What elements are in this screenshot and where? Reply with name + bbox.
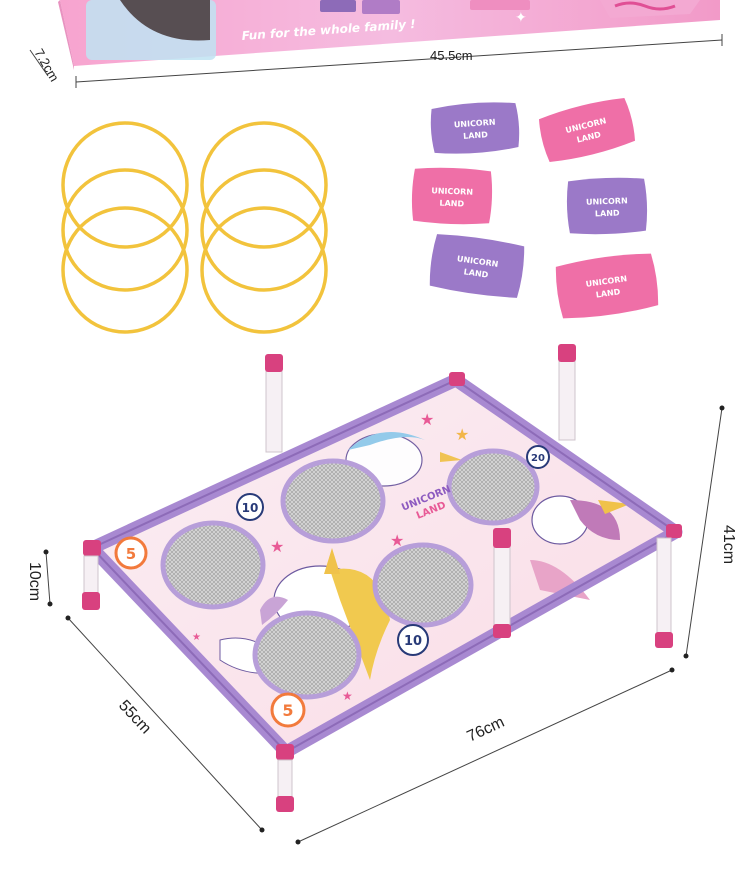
table-height-label: 41cm — [720, 525, 737, 564]
score-10-right: 10 — [404, 634, 422, 649]
bag-logo-line2: LAND — [439, 199, 464, 209]
svg-text:★: ★ — [342, 689, 353, 703]
bag-logo-line1: UNICORN — [586, 196, 628, 206]
bag-logo-line2: LAND — [463, 130, 489, 141]
bag-logo-line2: LAND — [463, 267, 489, 279]
box-tagline: Fun for the whole family ! — [241, 17, 416, 43]
bag-logo-line2: LAND — [576, 130, 602, 145]
ring-2 — [61, 168, 189, 292]
bean-bag-logos: UNICORN LAND UNICORN LAND UNICORN LAND U… — [431, 116, 628, 299]
box-width-label: 45.5cm — [430, 48, 473, 63]
score-20: 20 — [531, 453, 545, 464]
table-legs-back — [265, 344, 576, 453]
bean-bag-2 — [538, 98, 636, 162]
score-10-top: 10 — [242, 501, 259, 515]
ring-3 — [61, 206, 189, 334]
ring-1 — [61, 121, 189, 249]
dimension-dots — [43, 405, 725, 845]
bag-logo-line1: UNICORN — [565, 116, 608, 135]
bag-logo-line1: UNICORN — [456, 254, 499, 269]
leg-height-label: 10cm — [26, 562, 43, 601]
score-badge-20: 20 — [526, 445, 550, 469]
score-badge-5-bottom: 5 — [270, 692, 306, 728]
ring-4 — [200, 121, 328, 249]
target-hole-5 — [252, 610, 362, 700]
target-hole-4 — [372, 542, 474, 628]
bag-logo-line1: UNICORN — [431, 186, 473, 196]
svg-text:✦: ✦ — [515, 9, 527, 25]
score-badge-10-top: 10 — [236, 493, 264, 521]
bean-bag-1 — [430, 102, 520, 154]
target-hole-1 — [280, 458, 386, 544]
svg-text:★: ★ — [420, 410, 434, 429]
svg-text:★: ★ — [270, 537, 284, 556]
bag-logo-line1: UNICORN — [585, 274, 628, 289]
score-badge-5-left: 5 — [114, 536, 148, 570]
product-box: ✦ — [58, 0, 720, 70]
bean-bag-3 — [411, 167, 493, 225]
bean-bag-4 — [566, 177, 648, 235]
ring-5 — [200, 168, 328, 292]
table-depth-label: 55cm — [115, 697, 154, 737]
bag-logo-line2: LAND — [595, 209, 620, 219]
box-depth-label: 7.2cm — [31, 46, 62, 84]
bean-bags-group — [411, 98, 659, 319]
score-5-left: 5 — [126, 545, 136, 563]
score-5-bottom: 5 — [282, 701, 293, 720]
table-frame — [83, 372, 683, 760]
target-holes — [160, 448, 540, 700]
bean-bag-5 — [429, 234, 525, 298]
rings-group — [61, 121, 328, 334]
table-dimension-lines — [45, 407, 723, 843]
target-hole-2 — [446, 448, 540, 526]
table-legs-front — [82, 528, 673, 812]
table-width-label: 76cm — [465, 714, 508, 746]
game-board: ★ ★ ★ ★ ★ ★ ★ — [83, 372, 683, 760]
bag-logo-line2: LAND — [595, 287, 621, 299]
bean-bag-6 — [555, 253, 659, 319]
svg-text:★: ★ — [390, 531, 404, 550]
score-badge-10-right: 10 — [397, 624, 429, 656]
svg-text:★: ★ — [192, 632, 201, 643]
svg-text:★: ★ — [455, 425, 469, 444]
bag-logo-line1: UNICORN — [454, 118, 496, 130]
decorative-stars: ★ ★ ★ ★ ★ ★ ★ — [192, 410, 530, 703]
ring-6 — [200, 206, 328, 334]
target-hole-3 — [160, 520, 266, 610]
box-dimension-lines — [29, 34, 723, 88]
